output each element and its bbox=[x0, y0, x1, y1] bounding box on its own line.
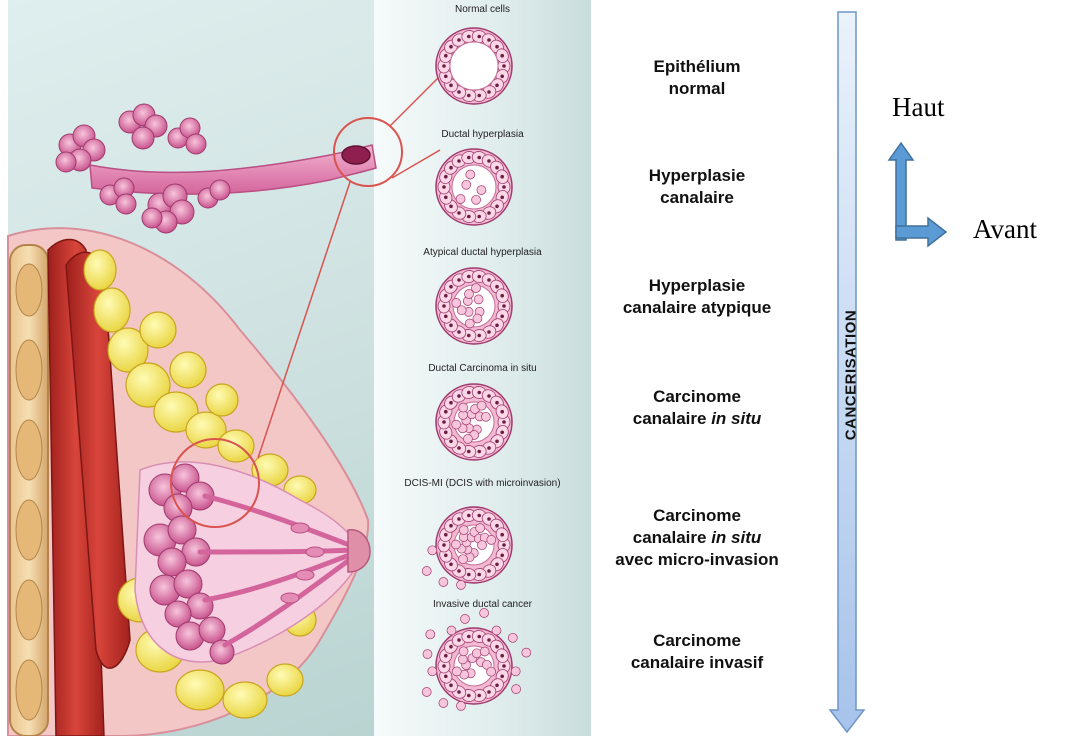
cell-caption-dcis: Ductal Carcinoma in situ bbox=[374, 363, 591, 374]
orientation-forward-label: Avant bbox=[973, 214, 1037, 245]
cell-caption-normal: Normal cells bbox=[374, 4, 591, 15]
cell-caption-invasive: Invasive ductal cancer bbox=[374, 599, 591, 610]
cell-caption-atypical: Atypical ductal hyperplasia bbox=[374, 247, 591, 258]
anatomy-background bbox=[8, 0, 376, 736]
orientation-up-label: Haut bbox=[892, 92, 944, 123]
cancerisation-label: CANCERISATION bbox=[843, 310, 860, 440]
right-arrow-icon bbox=[896, 218, 946, 246]
orientation-arrows bbox=[889, 143, 946, 246]
cell-caption-dcis-mi: DCIS-MI (DCIS with microinvasion) bbox=[374, 478, 591, 489]
cell-caption-ductal-hyperplasia: Ductal hyperplasia bbox=[374, 129, 591, 140]
stage-label-carcinome-in-situ: Carcinome canalaire in situ bbox=[596, 386, 798, 430]
up-arrow-icon bbox=[889, 143, 913, 240]
stage-label-micro-invasion: Carcinome canalaire in situ avec micro-i… bbox=[596, 505, 798, 571]
